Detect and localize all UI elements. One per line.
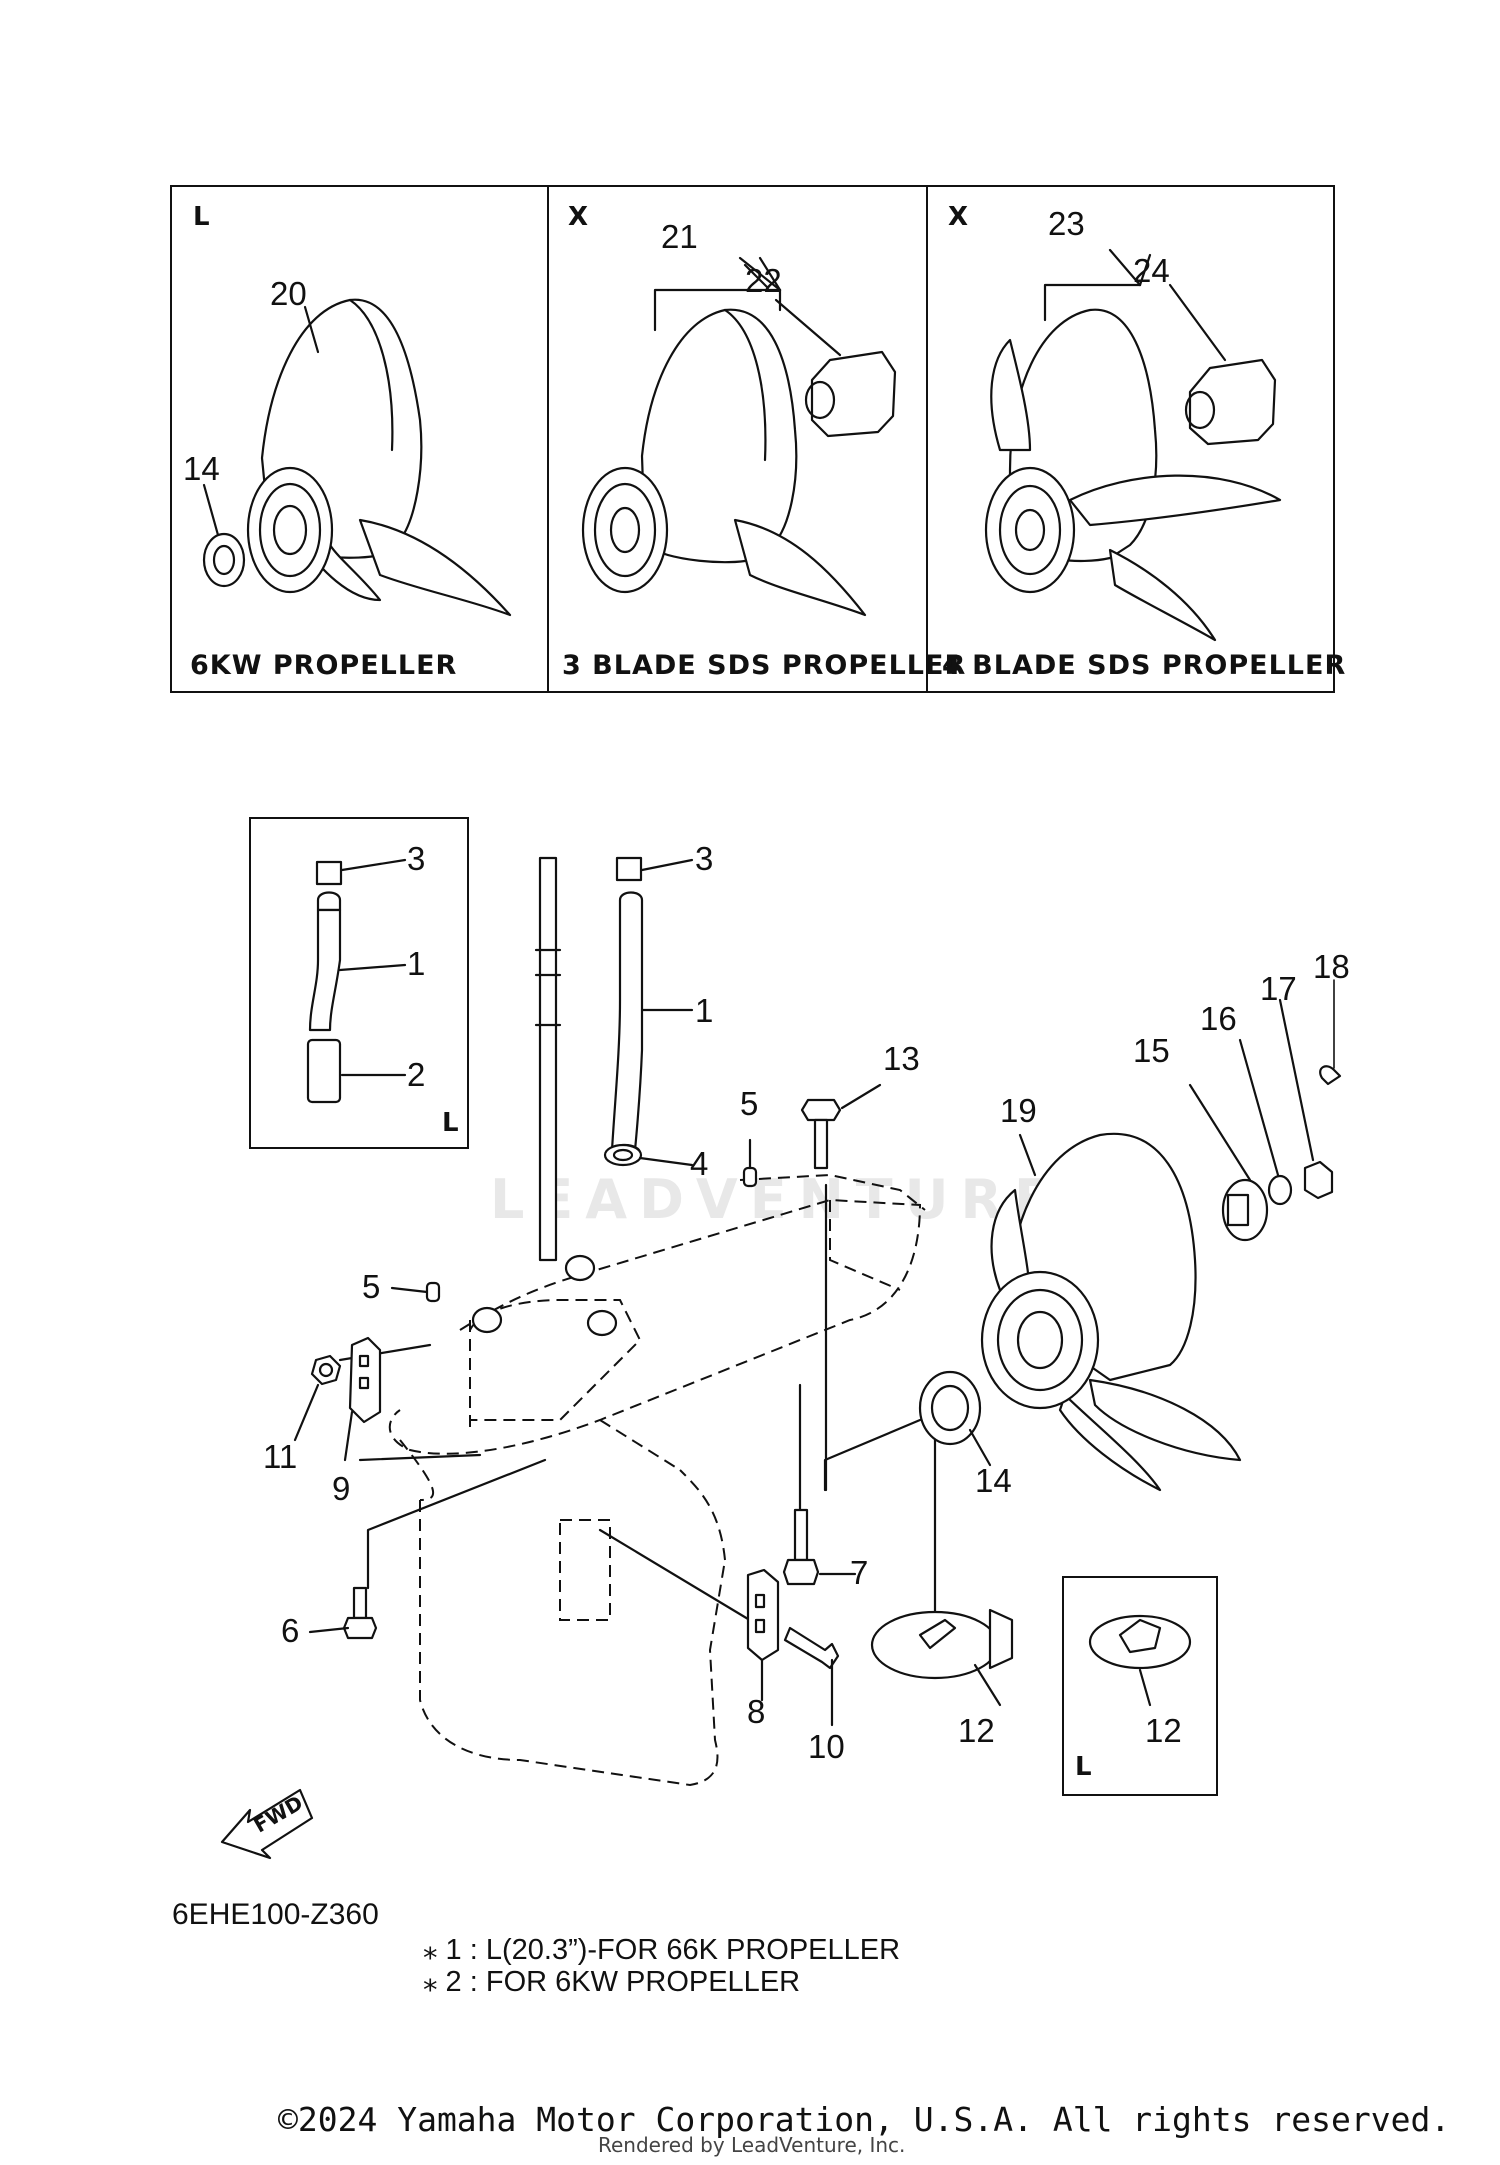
anode-inset bbox=[1062, 1576, 1218, 1796]
callout-17[interactable]: 17 bbox=[1260, 970, 1297, 1007]
hose-inset bbox=[249, 817, 469, 1149]
small-parts-drawing bbox=[293, 858, 1342, 1727]
callout-5-upper[interactable]: 5 bbox=[740, 1085, 759, 1122]
panel-4blade-title: 4 BLADE SDS PROPELLER bbox=[942, 650, 1347, 681]
hose-inset-corner-label: L bbox=[442, 1108, 459, 1138]
propeller-6kw-drawing bbox=[202, 298, 512, 617]
callout-20[interactable]: 20 bbox=[270, 275, 307, 312]
callout-19[interactable]: 19 bbox=[1000, 1092, 1037, 1129]
diagram-code: 6EHE100-Z360 bbox=[172, 1898, 379, 1931]
panel-6kw-title: 6KW PROPELLER bbox=[190, 650, 458, 681]
propeller-4blade-sds-drawing bbox=[984, 248, 1282, 642]
rendered-by: Rendered by LeadVenture, Inc. bbox=[598, 2133, 906, 2157]
anode-inset-corner-label: L bbox=[1075, 1752, 1092, 1782]
footnote-1: ⁎ 1 : L(20.3”)-FOR 66K PROPELLER bbox=[423, 1934, 901, 1966]
lower-unit-drawing bbox=[338, 856, 937, 1787]
callout-15[interactable]: 15 bbox=[1133, 1032, 1170, 1069]
panel-4blade-corner-label: X bbox=[948, 202, 969, 232]
callout-16[interactable]: 16 bbox=[1200, 1000, 1237, 1037]
callout-22[interactable]: 22 bbox=[745, 262, 782, 299]
callout-24[interactable]: 24 bbox=[1133, 252, 1170, 289]
panel-3blade-corner-label: X bbox=[568, 202, 589, 232]
callout-13[interactable]: 13 bbox=[883, 1040, 920, 1077]
propeller-options-grid bbox=[170, 185, 1335, 693]
callout-4[interactable]: 4 bbox=[690, 1145, 709, 1182]
footnote-2: ⁎ 2 : FOR 6KW PROPELLER bbox=[423, 1966, 801, 1998]
callout-23[interactable]: 23 bbox=[1048, 205, 1085, 242]
inset-callout-1[interactable]: 1 bbox=[407, 945, 426, 982]
callout-11[interactable]: 11 bbox=[263, 1438, 298, 1475]
panel-3blade-title: 3 BLADE SDS PROPELLER bbox=[562, 650, 967, 681]
callout-1[interactable]: 1 bbox=[695, 992, 714, 1029]
inset-callout-2[interactable]: 2 bbox=[407, 1056, 426, 1093]
callout-18[interactable]: 18 bbox=[1313, 948, 1350, 985]
callout-7[interactable]: 7 bbox=[850, 1554, 869, 1591]
inset-callout-3[interactable]: 3 bbox=[407, 840, 426, 877]
panel-6kw-corner-label: L bbox=[193, 202, 210, 232]
callout-10[interactable]: 10 bbox=[808, 1728, 845, 1765]
callout-8[interactable]: 8 bbox=[747, 1693, 766, 1730]
callout-14-panel[interactable]: 14 bbox=[183, 450, 220, 487]
propeller-3blade-sds-drawing bbox=[581, 256, 897, 617]
callout-3[interactable]: 3 bbox=[695, 840, 714, 877]
main-propeller-drawing bbox=[980, 1132, 1242, 1492]
callout-9[interactable]: 9 bbox=[332, 1470, 351, 1507]
callout-6[interactable]: 6 bbox=[281, 1612, 300, 1649]
callout-14[interactable]: 14 bbox=[975, 1462, 1012, 1499]
callout-12[interactable]: 12 bbox=[958, 1712, 995, 1749]
callout-5-lower[interactable]: 5 bbox=[362, 1268, 381, 1305]
fwd-arrow-icon bbox=[220, 1788, 314, 1860]
callout-21[interactable]: 21 bbox=[661, 218, 698, 255]
copyright-notice: ©2024 Yamaha Motor Corporation, U.S.A. A… bbox=[278, 2100, 1451, 2139]
inset-callout-12[interactable]: 12 bbox=[1145, 1712, 1182, 1749]
